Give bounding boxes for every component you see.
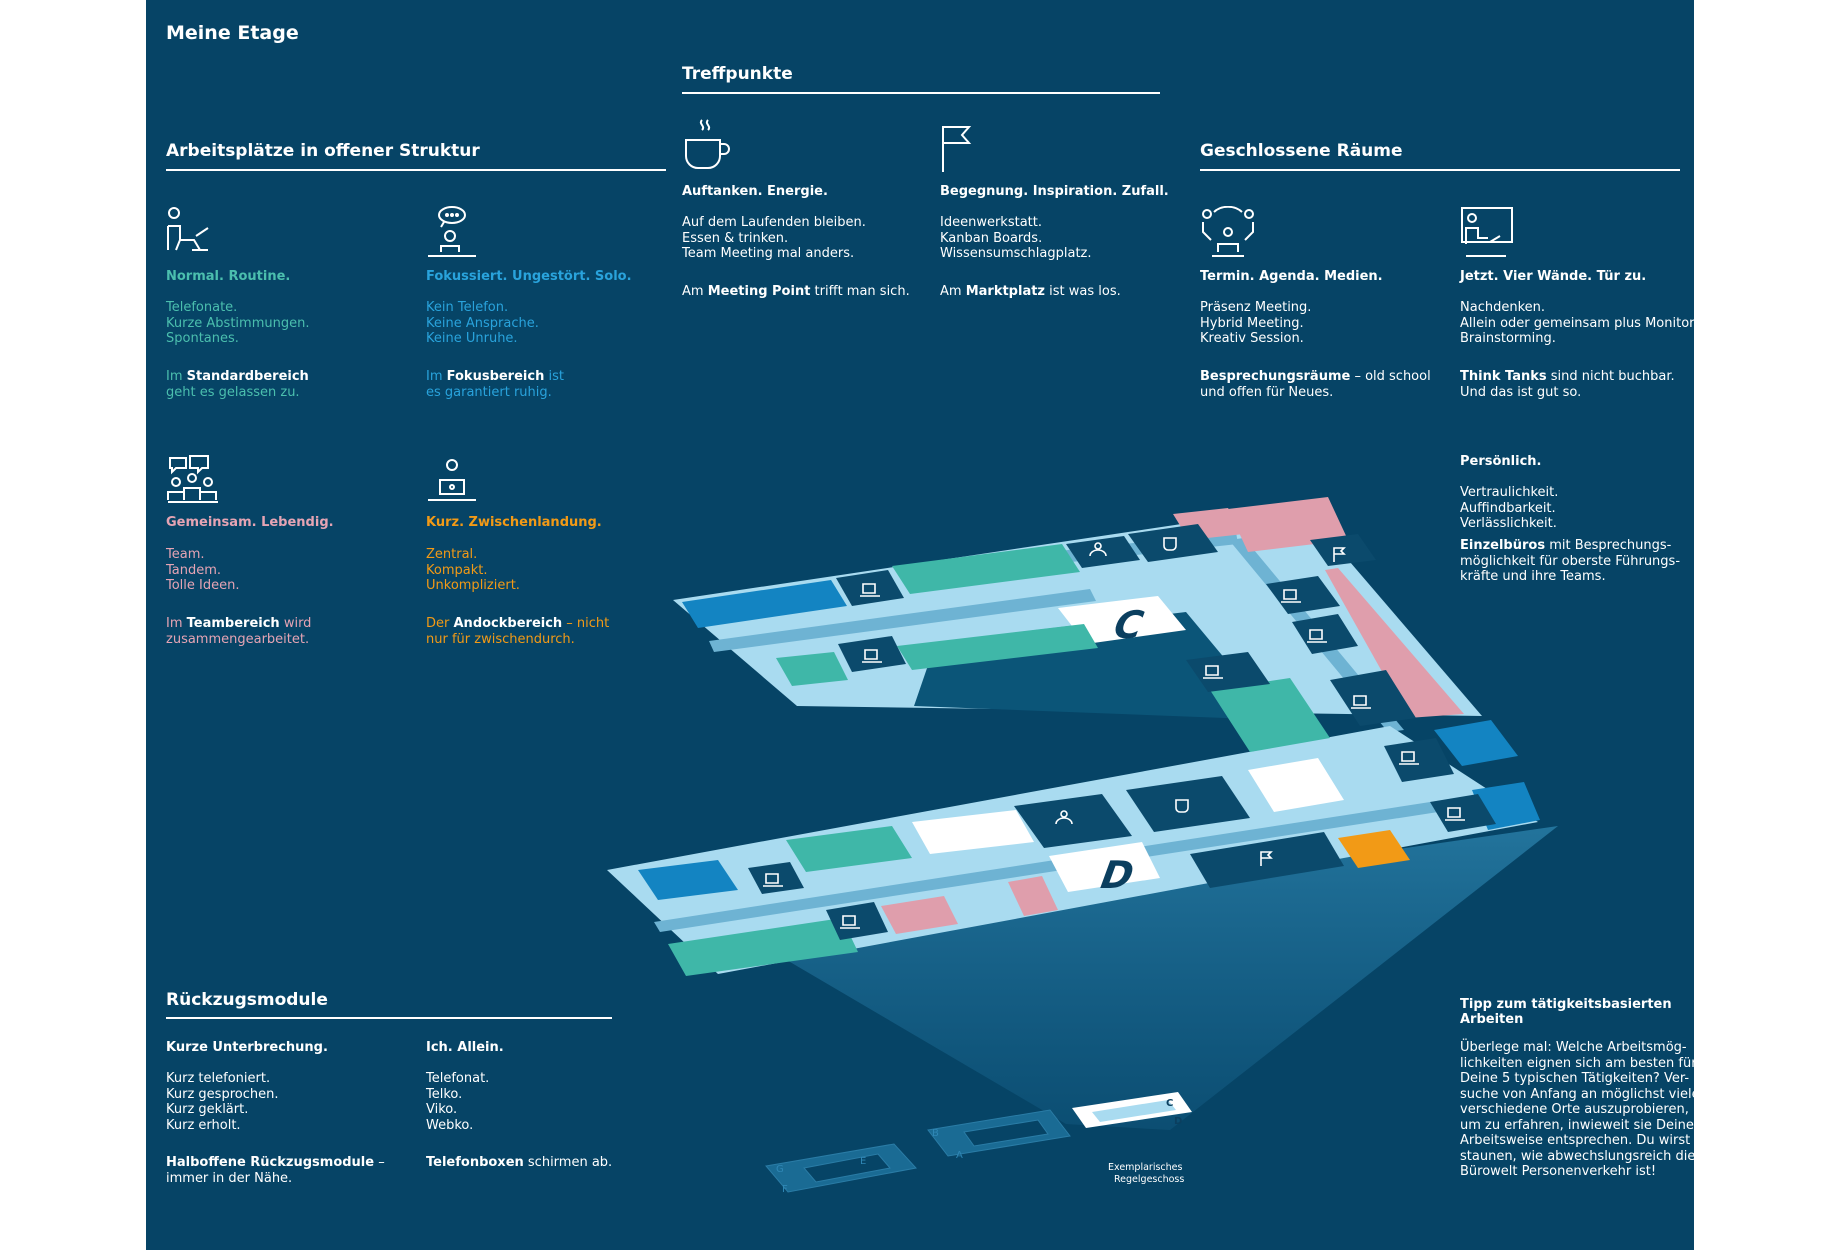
mini-label-g: G xyxy=(776,1164,784,1175)
retreat-item-1-lines: Kurz telefoniert. Kurz gesprochen. Kurz … xyxy=(166,1071,279,1133)
retreat-item-2-heading: Ich. Allein. xyxy=(426,1040,504,1055)
flag-icon xyxy=(942,126,972,172)
room-team xyxy=(881,896,958,934)
coffee-cup-icon xyxy=(685,119,730,169)
closed-item-2-lines: Nachdenken. Allein oder gemeinsam plus M… xyxy=(1460,300,1694,346)
open-item-2-footer: Im Fokusbereich ist es garantiert ruhig. xyxy=(426,369,564,400)
wing-c-label-area xyxy=(1058,596,1186,644)
projection-beam xyxy=(756,826,1558,1130)
meeting-item-2-lines: Ideenwerkstatt. Kanban Boards. Wissensum… xyxy=(940,215,1092,261)
mini-label-b: B xyxy=(932,1128,939,1139)
tip-text: Überlege mal: Welche Arbeitsmög- lichkei… xyxy=(1460,1040,1694,1179)
mini-label-c: C xyxy=(1166,1098,1173,1109)
room-standard xyxy=(668,918,858,976)
open-item-2-lines: Kein Telefon. Keine Ansprache. Keine Unr… xyxy=(426,300,539,346)
retreat-item-2-footer: Telefonboxen schirmen ab. xyxy=(426,1155,613,1170)
closed-item-1-footer: Besprechungsräume – old school und offen… xyxy=(1200,369,1431,400)
room-white xyxy=(1248,758,1344,812)
team-chat-icon xyxy=(167,455,218,503)
open-item-4-footer: Der Andockbereich – nicht nur für zwisch… xyxy=(426,616,610,647)
closed-item-1-heading: Termin. Agenda. Medien. xyxy=(1200,269,1383,284)
closed-item-2-heading: Jetzt. Vier Wände. Tür zu. xyxy=(1460,269,1647,284)
open-item-1-heading: Normal. Routine. xyxy=(166,269,291,284)
poster-panel: Meine Etage Arbeitsplätze in offener Str… xyxy=(146,0,1694,1250)
room-standard xyxy=(1210,678,1330,752)
caption-line-1: Exemplarisches xyxy=(1108,1162,1183,1173)
personal-lines: Vertraulichkeit. Auffindbarkeit. Verläss… xyxy=(1460,485,1559,531)
page-title: Meine Etage xyxy=(166,22,299,44)
open-item-4-heading: Kurz. Zwischenlandung. xyxy=(426,515,602,530)
room-standard xyxy=(897,624,1098,670)
caption-line-2: Regelgeschoss xyxy=(1114,1174,1184,1185)
divider-retreat xyxy=(166,1017,612,1019)
section-title-open: Arbeitsplätze in offener Struktur xyxy=(166,141,480,161)
corridor xyxy=(709,589,1096,652)
section-title-closed: Geschlossene Räume xyxy=(1200,141,1403,161)
module-glyphs xyxy=(763,537,1465,929)
meeting-group-icon xyxy=(1202,206,1254,257)
closed-item-2-footer: Think Tanks sind nicht buchbar. Und das … xyxy=(1460,369,1675,400)
section-title-meeting: Treffpunkte xyxy=(682,64,793,84)
retreat-item-2-lines: Telefonat. Telko. Viko. Webko. xyxy=(426,1071,490,1133)
divider-open xyxy=(166,169,666,171)
mini-label-e: E xyxy=(860,1156,866,1167)
think-tank-icon xyxy=(1461,207,1513,257)
open-item-3-lines: Team. Tandem. Tolle Ideen. xyxy=(166,547,240,593)
room-standard xyxy=(776,652,848,686)
mini-label-f: F xyxy=(782,1184,788,1195)
meeting-item-1-footer: Am Meeting Point trifft man sich. xyxy=(682,284,910,299)
meeting-item-1-heading: Auftanken. Energie. xyxy=(682,184,828,199)
mini-label-d: D xyxy=(1174,1116,1182,1127)
open-item-3-heading: Gemeinsam. Lebendig. xyxy=(166,515,334,530)
floor-plan-diagram: C D G F E B A C D xyxy=(607,497,1558,1195)
tip-title: Tipp zum tätigkeitsbasierten Arbeiten xyxy=(1460,997,1672,1027)
wing-d-label-area xyxy=(1049,842,1160,892)
thinking-person-icon xyxy=(428,206,476,257)
room-single-office xyxy=(1228,497,1348,552)
personal-heading: Persönlich. xyxy=(1460,454,1542,469)
person-at-desk-icon xyxy=(167,207,209,251)
mini-overview: G F E B A C D Exemplarisches Regelgescho… xyxy=(765,1092,1192,1195)
room-single-office xyxy=(1325,568,1464,718)
room-standard xyxy=(892,544,1080,594)
room-focus xyxy=(638,860,738,900)
retreat-item-1-heading: Kurze Unterbrechung. xyxy=(166,1040,328,1055)
mini-label-a: A xyxy=(956,1150,963,1161)
meeting-item-2-heading: Begegnung. Inspiration. Zufall. xyxy=(940,184,1169,199)
personal-footer: Einzelbüros mit Besprechungs- möglichkei… xyxy=(1460,538,1681,584)
open-item-4-lines: Zentral. Kompakt. Unkompliziert. xyxy=(426,547,520,593)
section-title-retreat: Rückzugsmodule xyxy=(166,990,328,1010)
meeting-item-2-footer: Am Marktplatz ist was los. xyxy=(940,284,1121,299)
open-item-3-footer: Im Teambereich wird zusammengearbeitet. xyxy=(166,616,312,647)
retreat-item-1-footer: Halboffene Rückzugsmodule – immer in der… xyxy=(166,1155,385,1186)
open-item-1-lines: Telefonate. Kurze Abstimmungen. Spontane… xyxy=(166,300,310,346)
room-docking xyxy=(1338,830,1410,868)
room-focus xyxy=(682,580,847,628)
room-white xyxy=(912,810,1034,854)
closed-item-1-lines: Präsenz Meeting. Hybrid Meeting. Kreativ… xyxy=(1200,300,1312,346)
room-standard xyxy=(786,826,912,872)
dark-modules-upper xyxy=(836,524,1496,832)
laptop-person-icon xyxy=(428,459,476,501)
open-item-2-heading: Fokussiert. Ungestört. Solo. xyxy=(426,269,632,284)
open-item-1-footer: Im Standardbereich geht es gelassen zu. xyxy=(166,369,309,400)
divider-closed xyxy=(1200,169,1680,171)
room-team xyxy=(1008,876,1058,916)
meeting-item-1-lines: Auf dem Laufenden bleiben. Essen & trink… xyxy=(682,215,866,261)
divider-meeting xyxy=(682,92,1160,94)
room-focus xyxy=(1434,720,1518,766)
